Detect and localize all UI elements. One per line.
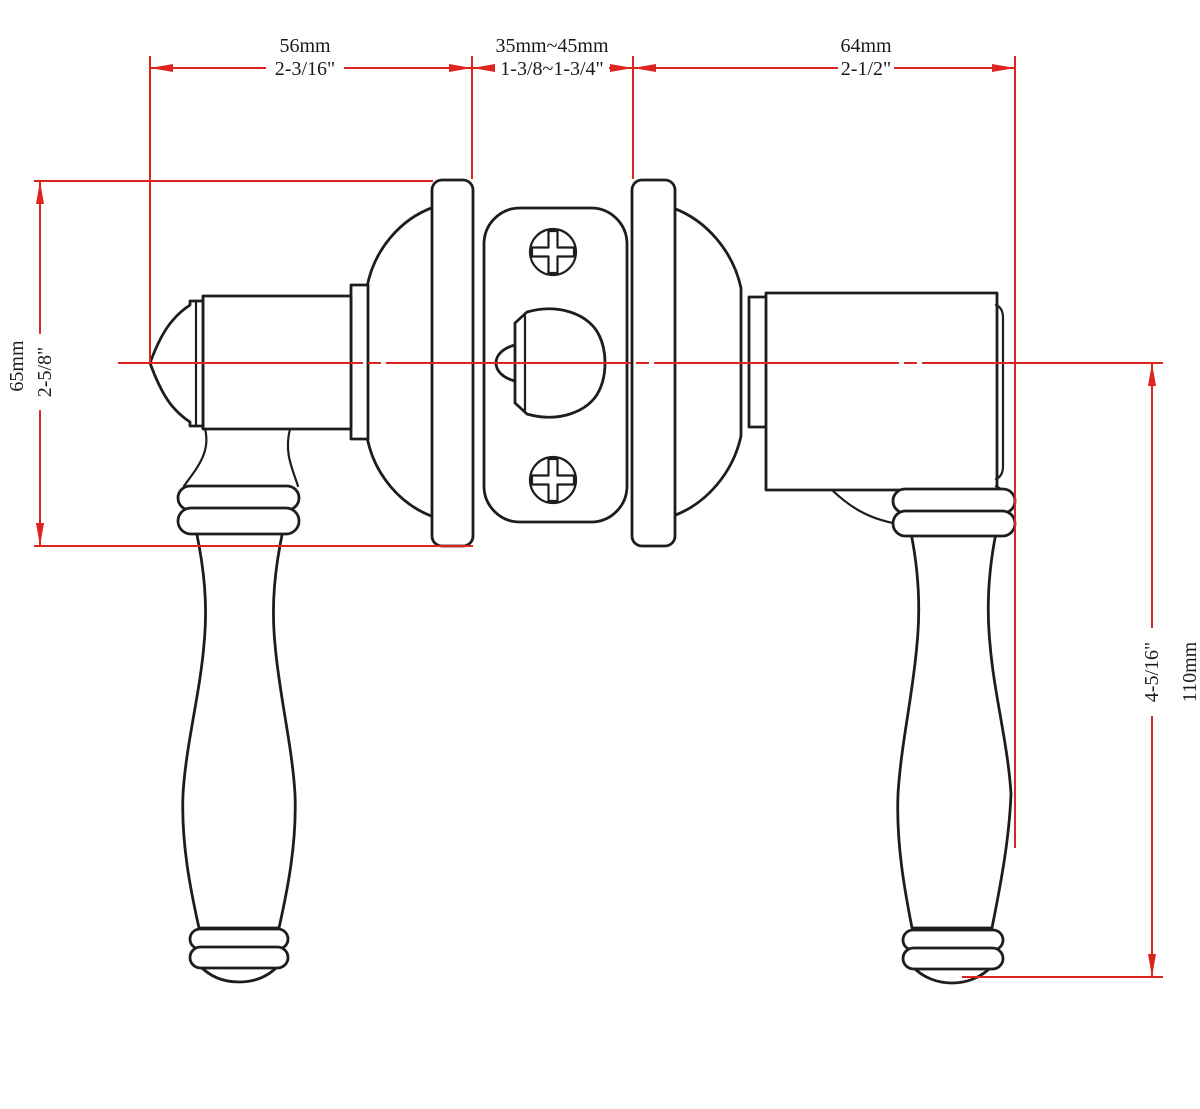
right-collar-ring-lower bbox=[891, 509, 1017, 538]
label-35-45mm-imperial: 1-3/8~1-3/4" bbox=[500, 58, 603, 80]
label-35-45mm-metric: 35mm~45mm bbox=[495, 35, 608, 57]
left-base-ring-lower bbox=[188, 945, 290, 970]
label-56mm-imperial: 2-3/16" bbox=[275, 58, 335, 80]
left-lever-assembly bbox=[148, 178, 475, 984]
label-64mm-metric: 64mm bbox=[840, 35, 892, 57]
arrow-56-left-icon bbox=[150, 64, 173, 72]
arrow-64-left-icon bbox=[633, 64, 656, 72]
label-bg bbox=[266, 57, 344, 78]
label-65mm-metric: 65mm bbox=[6, 340, 28, 392]
label-bg bbox=[495, 57, 609, 78]
right-neck-left-edge bbox=[830, 488, 895, 525]
label-65mm-imperial: 2-5/8" bbox=[34, 347, 56, 397]
screw-bottom-cross-icon bbox=[530, 457, 576, 503]
right-base-ring-lower bbox=[901, 946, 1005, 971]
screw-top bbox=[528, 227, 578, 277]
screw-bottom bbox=[528, 455, 578, 505]
right-lever-assembly bbox=[630, 178, 1017, 985]
arrow-65-bottom-icon bbox=[36, 523, 44, 546]
right-lever-end-cap bbox=[994, 303, 1005, 481]
left-neck-left-edge bbox=[182, 427, 208, 488]
latch-assembly bbox=[482, 206, 629, 524]
screw-top-cross-icon bbox=[530, 229, 576, 275]
dimension-labels: 56mm 35mm~45mm 64mm 2-3/16" 1-3/8~1-3/4"… bbox=[6, 35, 1200, 716]
label-110mm-imperial: 4-5/16" bbox=[1141, 642, 1163, 702]
label-110mm-metric: 110mm bbox=[1179, 641, 1200, 702]
arrow-110-top-icon bbox=[1148, 363, 1156, 386]
label-bg bbox=[1140, 628, 1162, 716]
left-collar-ring-lower bbox=[176, 506, 301, 536]
left-handle-shaft bbox=[181, 528, 297, 930]
arrow-56-right-icon bbox=[449, 64, 472, 72]
arrow-64-right-icon bbox=[992, 64, 1015, 72]
label-64mm-imperial: 2-1/2" bbox=[841, 58, 891, 80]
left-collar-ring-upper bbox=[176, 484, 301, 512]
arrow-35-left-icon bbox=[472, 64, 495, 72]
label-56mm-metric: 56mm bbox=[279, 35, 331, 57]
right-lever-body bbox=[764, 291, 999, 492]
arrow-35-right-icon bbox=[610, 64, 633, 72]
right-collar-ring-upper bbox=[891, 487, 1017, 515]
label-bg bbox=[33, 334, 55, 410]
arrow-110-bottom-icon bbox=[1148, 954, 1156, 977]
left-neck-right-edge bbox=[286, 427, 300, 488]
label-bg bbox=[838, 57, 894, 78]
arrow-65-top-icon bbox=[36, 181, 44, 204]
right-handle-shaft bbox=[896, 531, 1013, 930]
